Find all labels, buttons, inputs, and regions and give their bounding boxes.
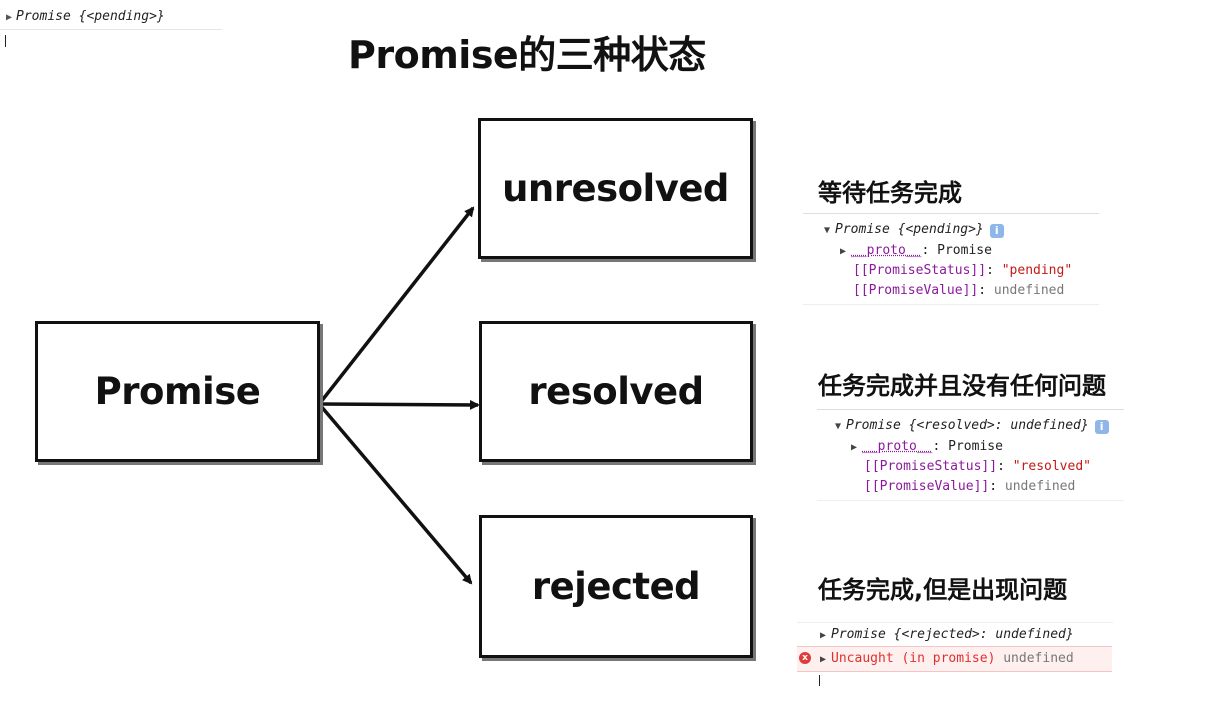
info-icon[interactable]: i (1094, 420, 1109, 434)
error-value: undefined (1003, 651, 1074, 666)
resolved-header-row[interactable]: ▼ Promise {<resolved>: undefined} i (835, 418, 1109, 434)
pending-value-val: undefined (993, 283, 1065, 298)
expand-triangle-icon[interactable]: ▶ (820, 654, 827, 665)
caption-pending: 等待任务完成 (818, 179, 962, 207)
rejected-header-state: {<rejected>: undefined} (893, 627, 1074, 642)
resolved-value-row: [[PromiseValue]]: undefined (864, 479, 1075, 494)
console-divider (0, 29, 222, 30)
resolved-value-val: undefined (1004, 479, 1076, 494)
expand-triangle-icon[interactable]: ▶ (820, 630, 827, 641)
resolved-header-name: Promise (846, 418, 901, 433)
rejected-header-row[interactable]: ▶ Promise {<rejected>: undefined} (820, 627, 1074, 642)
pending-status-val: "pending" (1001, 263, 1073, 278)
resolved-status-row: [[PromiseStatus]]: "resolved" (864, 459, 1091, 474)
pending-proto-row[interactable]: ▶ __proto__: Promise (840, 243, 992, 258)
error-row[interactable]: x ▶ Uncaught (in promise) undefined (797, 646, 1112, 672)
pending-proto-key: __proto__ (851, 243, 922, 258)
caption-rejected: 任务完成,但是出现问题 (818, 576, 1068, 604)
pending-value-key: [[PromiseValue]] (853, 283, 979, 298)
resolved-value-sep: : (989, 479, 1005, 494)
pending-header-name: Promise (835, 222, 890, 237)
pending-value-row: [[PromiseValue]]: undefined (853, 283, 1064, 298)
console-line-text: Promise {<pending>} (16, 9, 165, 24)
resolved-value-key: [[PromiseValue]] (864, 479, 990, 494)
caption-resolved: 任务完成并且没有任何问题 (818, 372, 1106, 400)
error-icon: x (799, 652, 811, 664)
resolved-console-panel: ▼ Promise {<resolved>: undefined} i ▶ __pro… (817, 409, 1124, 501)
info-icon[interactable]: i (989, 224, 1004, 238)
resolved-proto-val: : Promise (932, 439, 1003, 454)
collapse-triangle-icon[interactable]: ▼ (824, 225, 831, 236)
arrow-to-rejected (318, 403, 473, 585)
resolved-status-key: [[PromiseStatus]] (864, 459, 998, 474)
pending-status-row: [[PromiseStatus]]: "pending" (853, 263, 1072, 278)
rejected-header-name: Promise (831, 627, 886, 642)
collapse-triangle-icon[interactable]: ▼ (835, 421, 842, 432)
console-line[interactable]: ▶Promise {<pending>} (6, 9, 165, 24)
rejected-console-panel: ▶ Promise {<rejected>: undefined} x ▶ Unca… (797, 622, 1113, 689)
console-caret[interactable] (5, 35, 6, 47)
expand-triangle-icon[interactable]: ▶ (6, 12, 13, 23)
rejected-node: rejected (479, 515, 753, 658)
pending-header-state: {<pending>} (897, 222, 984, 237)
resolved-status-val: "resolved" (1012, 459, 1091, 474)
arrow-to-resolved (319, 399, 480, 410)
pending-value-sep: : (978, 283, 994, 298)
pending-status-key: [[PromiseStatus]] (853, 263, 987, 278)
resolved-header-state: {<resolved>: undefined} (908, 418, 1089, 433)
page-title: Promise的三种状态 (348, 33, 706, 77)
pending-status-sep: : (986, 263, 1002, 278)
console-caret[interactable] (819, 675, 820, 686)
error-line: ▶ Uncaught (in promise) undefined (820, 651, 1074, 666)
pending-proto-val: : Promise (921, 243, 992, 258)
resolved-proto-key: __proto__ (862, 439, 933, 454)
expand-triangle-icon[interactable]: ▶ (840, 246, 847, 257)
error-text: Uncaught (in promise) (831, 651, 996, 666)
unresolved-node: unresolved (478, 118, 753, 259)
resolved-proto-row[interactable]: ▶ __proto__: Promise (851, 439, 1003, 454)
promise-node: Promise (35, 321, 320, 462)
pending-header-row[interactable]: ▼ Promise {<pending>} i (824, 222, 1004, 238)
resolved-node: resolved (479, 321, 753, 462)
resolved-status-sep: : (997, 459, 1013, 474)
arrow-to-unresolved (318, 206, 475, 405)
expand-triangle-icon[interactable]: ▶ (851, 442, 858, 453)
pending-console-panel: ▼ Promise {<pending>} i ▶ __proto__: Promis… (803, 213, 1099, 305)
top-console: ▶Promise {<pending>} (0, 0, 222, 52)
